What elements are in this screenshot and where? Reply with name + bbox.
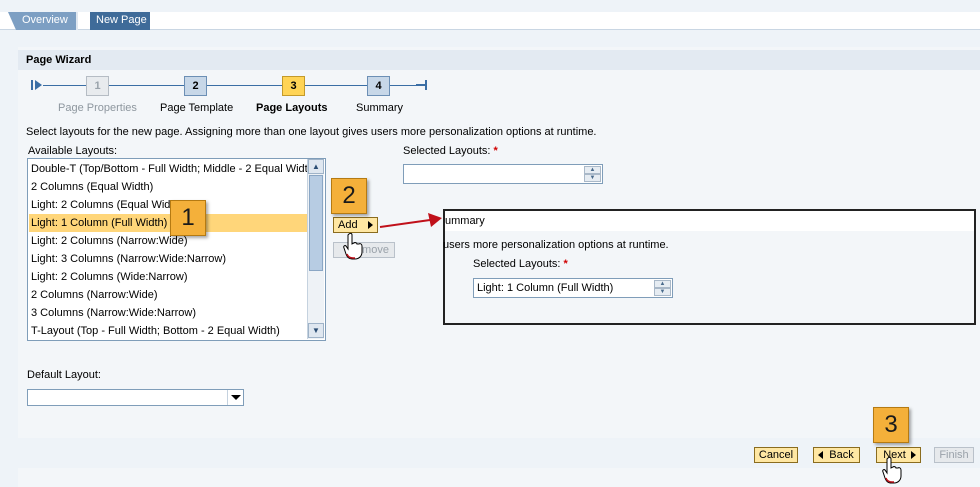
spin-down-icon: ▼ <box>654 288 671 296</box>
finish-button[interactable]: Finish <box>934 447 974 463</box>
cancel-button[interactable]: Cancel <box>754 447 798 463</box>
tab-new-page[interactable]: New Page <box>90 12 150 30</box>
list-item[interactable]: Light: 2 Columns (Narrow:Wide) <box>31 235 188 247</box>
zoom-selected-label-text: Selected Layouts: <box>473 258 561 270</box>
list-item-selected[interactable]: Light: 1 Column (Full Width) <box>29 214 309 232</box>
list-item[interactable]: 3 Columns (Narrow:Wide:Narrow) <box>31 307 197 319</box>
spin-up-icon: ▲ <box>654 280 671 288</box>
zoom-selected-value: Light: 1 Column (Full Width) <box>477 282 614 294</box>
roadmap-line <box>207 85 282 86</box>
list-scrollbar[interactable]: ▲ ▼ <box>307 159 324 339</box>
zoom-selected-layouts-label: Selected Layouts: * <box>473 258 568 270</box>
tab-overview[interactable]: Overview <box>8 12 78 30</box>
step-label-page-layouts[interactable]: Page Layouts <box>256 102 328 114</box>
list-item[interactable]: Light: 2 Columns (Wide:Narrow) <box>31 271 188 283</box>
step-label-page-properties: Page Properties <box>58 102 137 114</box>
zoom-selected-layouts-list: Light: 1 Column (Full Width) ▲ ▼ <box>473 278 673 298</box>
roadmap-start-icon <box>31 80 42 90</box>
roadmap-end-icon <box>416 80 427 90</box>
step-1: 1 <box>86 76 109 96</box>
tab-strip: Overview New Page <box>0 12 980 30</box>
callout-badge-3: 3 <box>873 407 909 443</box>
page-title: Page Wizard <box>18 50 980 70</box>
list-item[interactable]: Double-T (Top/Bottom - Full Width; Middl… <box>31 163 309 175</box>
top-bar <box>0 0 980 12</box>
add-button-label: Add <box>338 219 358 231</box>
step-2[interactable]: 2 <box>184 76 207 96</box>
default-layout-label: Default Layout: <box>27 369 101 381</box>
default-layout-select[interactable] <box>27 389 244 406</box>
list-item[interactable]: Light: 3 Columns (Narrow:Wide:Narrow) <box>31 253 226 265</box>
zoom-header: ummary <box>445 211 974 231</box>
step-label-page-template[interactable]: Page Template <box>160 102 234 114</box>
hand-cursor-icon <box>343 232 363 260</box>
hand-cursor-icon <box>882 456 902 484</box>
spin-up-icon[interactable]: ▲ <box>584 166 601 174</box>
roadmap-line <box>390 85 418 86</box>
chevron-down-icon[interactable] <box>227 390 243 405</box>
add-button[interactable]: Add <box>333 217 378 233</box>
scroll-thumb[interactable] <box>309 175 323 271</box>
zoom-instruction-text: users more personalization options at ru… <box>443 239 669 251</box>
list-item[interactable]: 2 Columns (Equal Width) <box>31 181 154 193</box>
zoom-required-mark: * <box>563 258 568 270</box>
step-3[interactable]: 3 <box>282 76 305 96</box>
back-button-label: Back <box>829 449 854 461</box>
selected-layouts-label-text: Selected Layouts: <box>403 145 491 157</box>
selected-layouts-list[interactable]: ▲ ▼ <box>403 164 603 184</box>
step-4[interactable]: 4 <box>367 76 390 96</box>
list-item[interactable]: Light: 2 Columns (Equal Width) <box>31 199 184 211</box>
roadmap-line <box>305 85 367 86</box>
selected-layouts-label: Selected Layouts: * <box>403 145 498 157</box>
step-label-summary[interactable]: Summary <box>356 102 404 114</box>
callout-badge-2: 2 <box>331 178 367 214</box>
roadmap-line <box>109 85 184 86</box>
list-item[interactable]: 2 Columns (Narrow:Wide) <box>31 289 158 301</box>
instruction-text: Select layouts for the new page. Assigni… <box>26 126 597 138</box>
annotation-arrow-icon <box>379 213 442 228</box>
required-mark: * <box>493 145 498 157</box>
arrow-right-icon <box>911 451 916 459</box>
spin-down-icon[interactable]: ▼ <box>584 174 601 182</box>
arrow-left-icon <box>818 451 823 459</box>
available-layouts-label: Available Layouts: <box>28 145 118 157</box>
available-layouts-list[interactable]: Double-T (Top/Bottom - Full Width; Middl… <box>27 158 326 341</box>
back-button[interactable]: Back <box>813 447 860 463</box>
roadmap-line <box>43 85 86 86</box>
list-item[interactable]: T-Layout (Top - Full Width; Bottom - 2 E… <box>31 325 280 337</box>
callout-badge-1: 1 <box>170 200 206 236</box>
scroll-up-icon[interactable]: ▲ <box>308 159 324 174</box>
scroll-down-icon[interactable]: ▼ <box>308 323 324 338</box>
arrow-right-icon <box>368 221 373 229</box>
